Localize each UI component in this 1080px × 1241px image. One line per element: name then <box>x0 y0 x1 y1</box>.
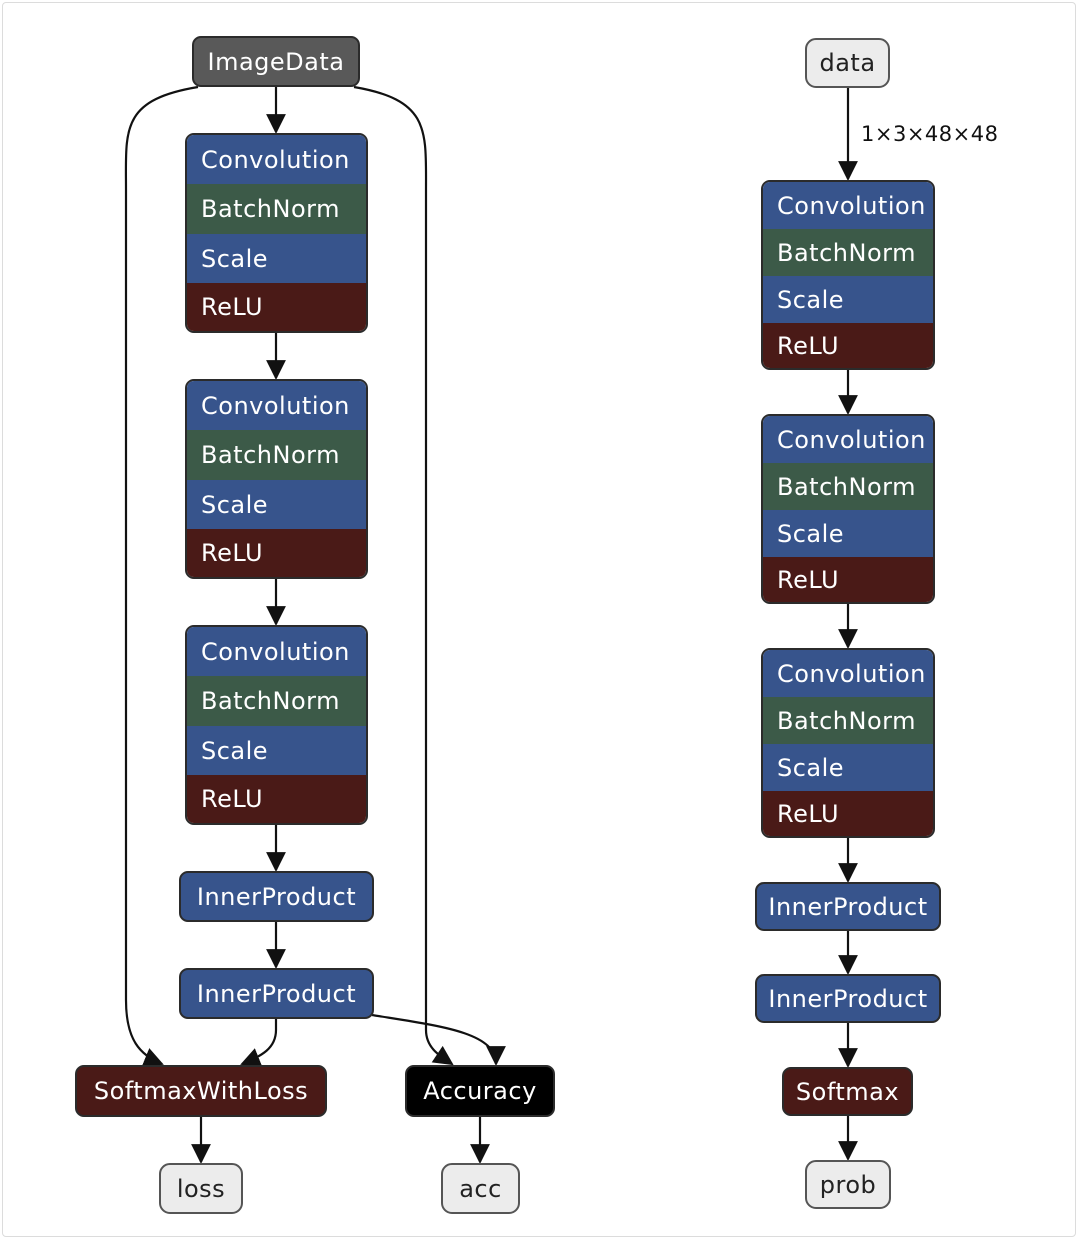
scale-layer: Scale <box>187 726 366 775</box>
convolution-layer: Convolution <box>763 182 933 229</box>
train-block-1[interactable]: Convolution BatchNorm Scale ReLU <box>185 133 368 333</box>
loss-output[interactable]: loss <box>159 1163 243 1214</box>
scale-layer: Scale <box>763 744 933 791</box>
edge-imagedata-softmaxloss <box>124 85 199 1067</box>
batchnorm-layer: BatchNorm <box>763 463 933 510</box>
edge-imagedata-accuracy <box>353 85 454 1066</box>
prob-output[interactable]: prob <box>805 1160 891 1209</box>
scale-layer: Scale <box>763 510 933 557</box>
train-block-3[interactable]: Convolution BatchNorm Scale ReLU <box>185 625 368 825</box>
acc-output[interactable]: acc <box>441 1163 520 1214</box>
scale-layer: Scale <box>187 234 366 283</box>
edge-ip2-softmaxloss <box>240 1019 278 1067</box>
relu-layer: ReLU <box>763 791 933 836</box>
convolution-layer: Convolution <box>187 381 366 430</box>
train-innerproduct-2[interactable]: InnerProduct <box>179 968 374 1019</box>
train-innerproduct-1[interactable]: InnerProduct <box>179 871 374 922</box>
softmaxwithloss-node[interactable]: SoftmaxWithLoss <box>75 1065 327 1117</box>
deploy-innerproduct-1[interactable]: InnerProduct <box>755 882 941 931</box>
imagedata-node[interactable]: ImageData <box>192 36 360 87</box>
input-shape-label: 1×3×48×48 <box>861 122 999 146</box>
scale-layer: Scale <box>763 276 933 323</box>
deploy-block-2[interactable]: Convolution BatchNorm Scale ReLU <box>761 414 935 604</box>
relu-layer: ReLU <box>187 529 366 577</box>
edge-ip2-accuracy <box>371 1013 506 1066</box>
convolution-layer: Convolution <box>187 135 366 184</box>
batchnorm-layer: BatchNorm <box>187 184 366 234</box>
deploy-innerproduct-2[interactable]: InnerProduct <box>755 974 941 1023</box>
scale-layer: Scale <box>187 480 366 529</box>
batchnorm-layer: BatchNorm <box>763 229 933 276</box>
relu-layer: ReLU <box>763 323 933 368</box>
convolution-layer: Convolution <box>187 627 366 676</box>
relu-layer: ReLU <box>187 775 366 823</box>
convolution-layer: Convolution <box>763 650 933 697</box>
data-input-node[interactable]: data <box>805 38 890 88</box>
deploy-block-1[interactable]: Convolution BatchNorm Scale ReLU <box>761 180 935 370</box>
softmax-node[interactable]: Softmax <box>782 1067 913 1116</box>
relu-layer: ReLU <box>187 283 366 331</box>
batchnorm-layer: BatchNorm <box>187 676 366 726</box>
batchnorm-layer: BatchNorm <box>763 697 933 744</box>
batchnorm-layer: BatchNorm <box>187 430 366 480</box>
deploy-block-3[interactable]: Convolution BatchNorm Scale ReLU <box>761 648 935 838</box>
accuracy-node[interactable]: Accuracy <box>405 1065 555 1117</box>
convolution-layer: Convolution <box>763 416 933 463</box>
train-block-2[interactable]: Convolution BatchNorm Scale ReLU <box>185 379 368 579</box>
relu-layer: ReLU <box>763 557 933 602</box>
